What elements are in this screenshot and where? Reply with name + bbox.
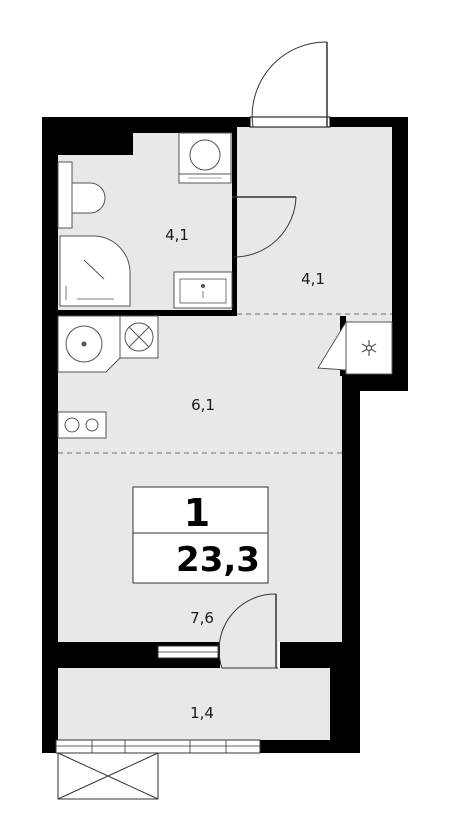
partitions: [58, 133, 360, 740]
area-label-kitchen: 6,1: [191, 396, 215, 414]
bathroom-sink-icon: [173, 271, 233, 309]
balcony-floor: [58, 668, 330, 740]
zone-lines: [58, 313, 392, 454]
area-label-hallway: 4,1: [301, 270, 325, 288]
kitchen-sink-icon: [57, 315, 121, 373]
bathroom-door-icon[interactable]: [232, 196, 297, 258]
room-window-icon: [157, 645, 219, 659]
balcony-window-icon: [55, 739, 261, 754]
entrance-door-icon[interactable]: [249, 41, 331, 128]
fan-icon: [317, 320, 393, 375]
summary-box: 1 23,3: [132, 486, 269, 584]
floors: [58, 127, 392, 740]
area-label-balcony: 1,4: [190, 704, 214, 722]
hob-icon: [57, 411, 107, 439]
shower-icon: [59, 235, 131, 307]
balcony-door-icon[interactable]: [218, 593, 278, 669]
washing-machine-icon: [178, 132, 232, 184]
total-area: 23,3: [176, 540, 260, 580]
hallway-floor: [237, 127, 392, 374]
stove-icon: [119, 315, 159, 359]
toilet-icon: [57, 161, 106, 229]
area-label-living: 7,6: [190, 609, 214, 627]
room-count: 1: [184, 491, 210, 535]
main-room-floor: [58, 316, 342, 642]
area-label-bathroom: 4,1: [165, 226, 189, 244]
balcony-platform-icon: [57, 752, 159, 800]
